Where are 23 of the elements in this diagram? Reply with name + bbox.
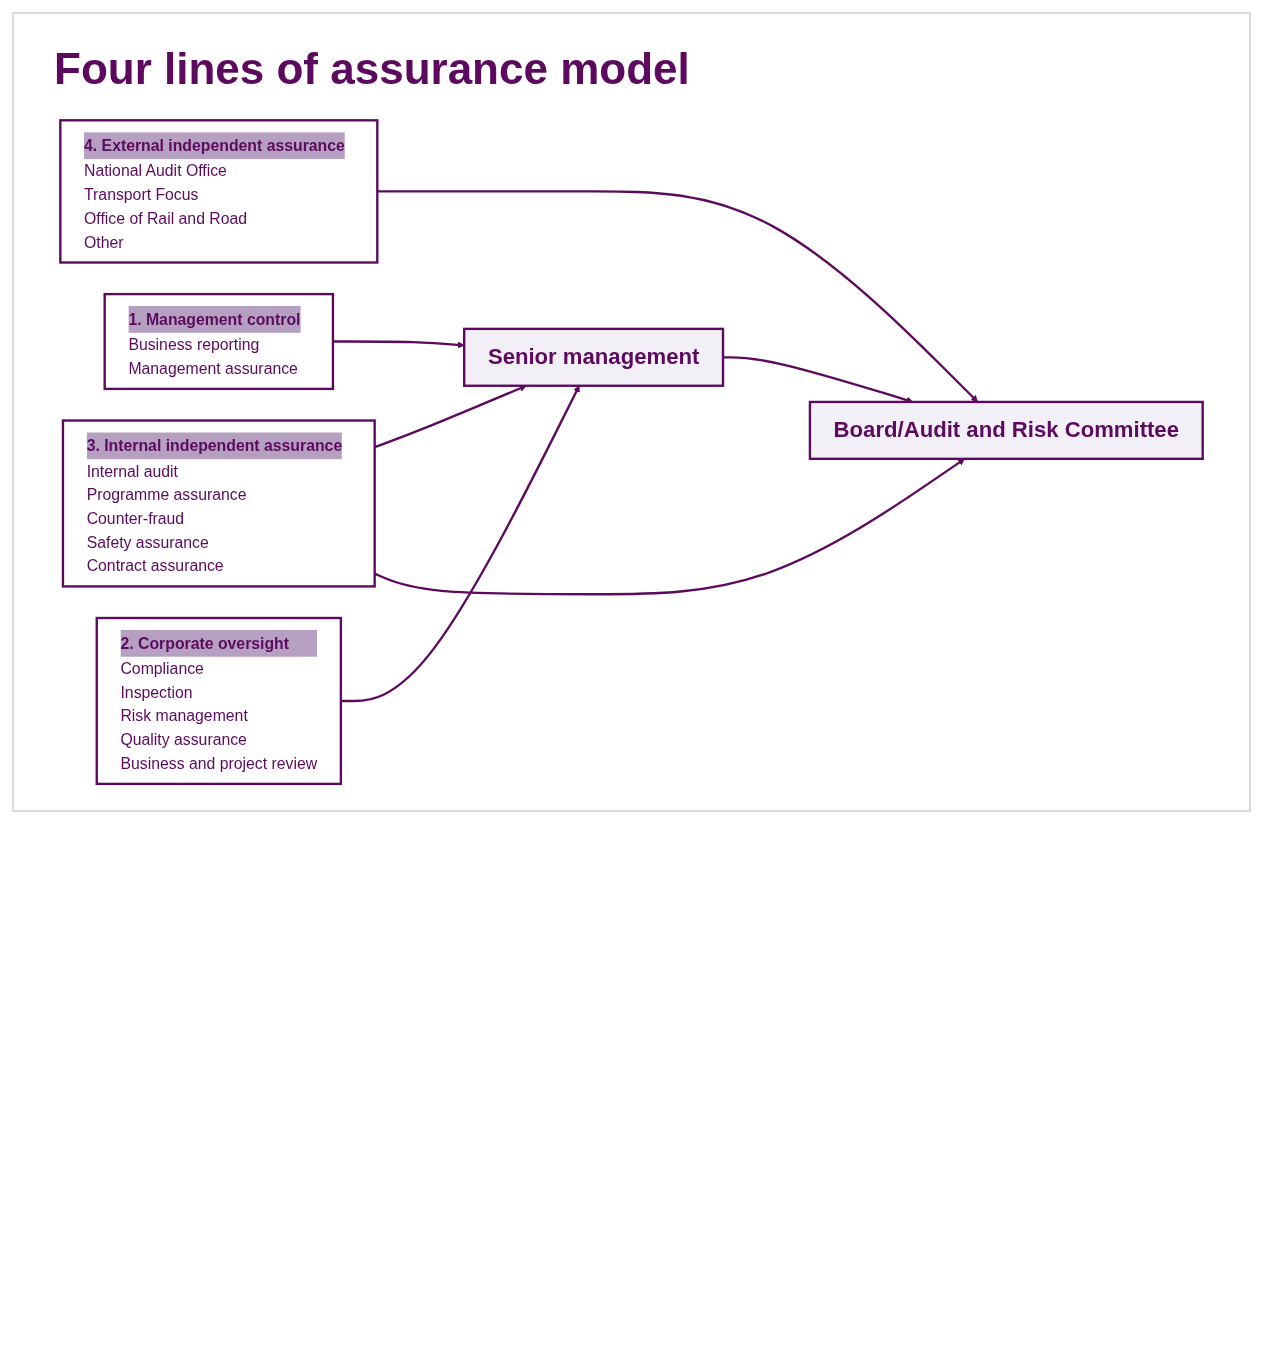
section-heading: 4. External independent assurance xyxy=(84,132,345,160)
panel-title: Board/Audit and Risk Committee xyxy=(833,416,1179,445)
list-item: Internal audit xyxy=(86,461,179,482)
list-item: Inspection xyxy=(120,682,194,703)
section-heading: 1. Management control xyxy=(128,305,301,333)
list-item: Business reporting xyxy=(128,335,261,356)
list-item: Safety assurance xyxy=(86,532,210,553)
list-item: Transport Focus xyxy=(84,184,200,206)
list-item: Office of Rail and Road xyxy=(84,208,249,229)
list-item: Compliance xyxy=(120,658,205,680)
list-item: National Audit Office xyxy=(84,161,228,182)
list-item: Management assurance xyxy=(128,358,299,378)
list-item: Business and project review xyxy=(120,753,318,773)
list-item: Risk management xyxy=(120,706,249,727)
diagram-title: Four lines of assurance model xyxy=(54,44,691,94)
list-item: Contract assurance xyxy=(86,556,225,575)
list-item: Other xyxy=(84,232,125,251)
section-heading: 2. Corporate oversight xyxy=(120,629,318,657)
list-item: Programme assurance xyxy=(86,485,248,506)
panel-title: Senior management xyxy=(487,343,700,372)
list-item: Quality assurance xyxy=(120,729,248,751)
list-item: Counter-fraud xyxy=(86,508,186,530)
section-heading: 3. Internal independent assurance xyxy=(86,432,343,460)
